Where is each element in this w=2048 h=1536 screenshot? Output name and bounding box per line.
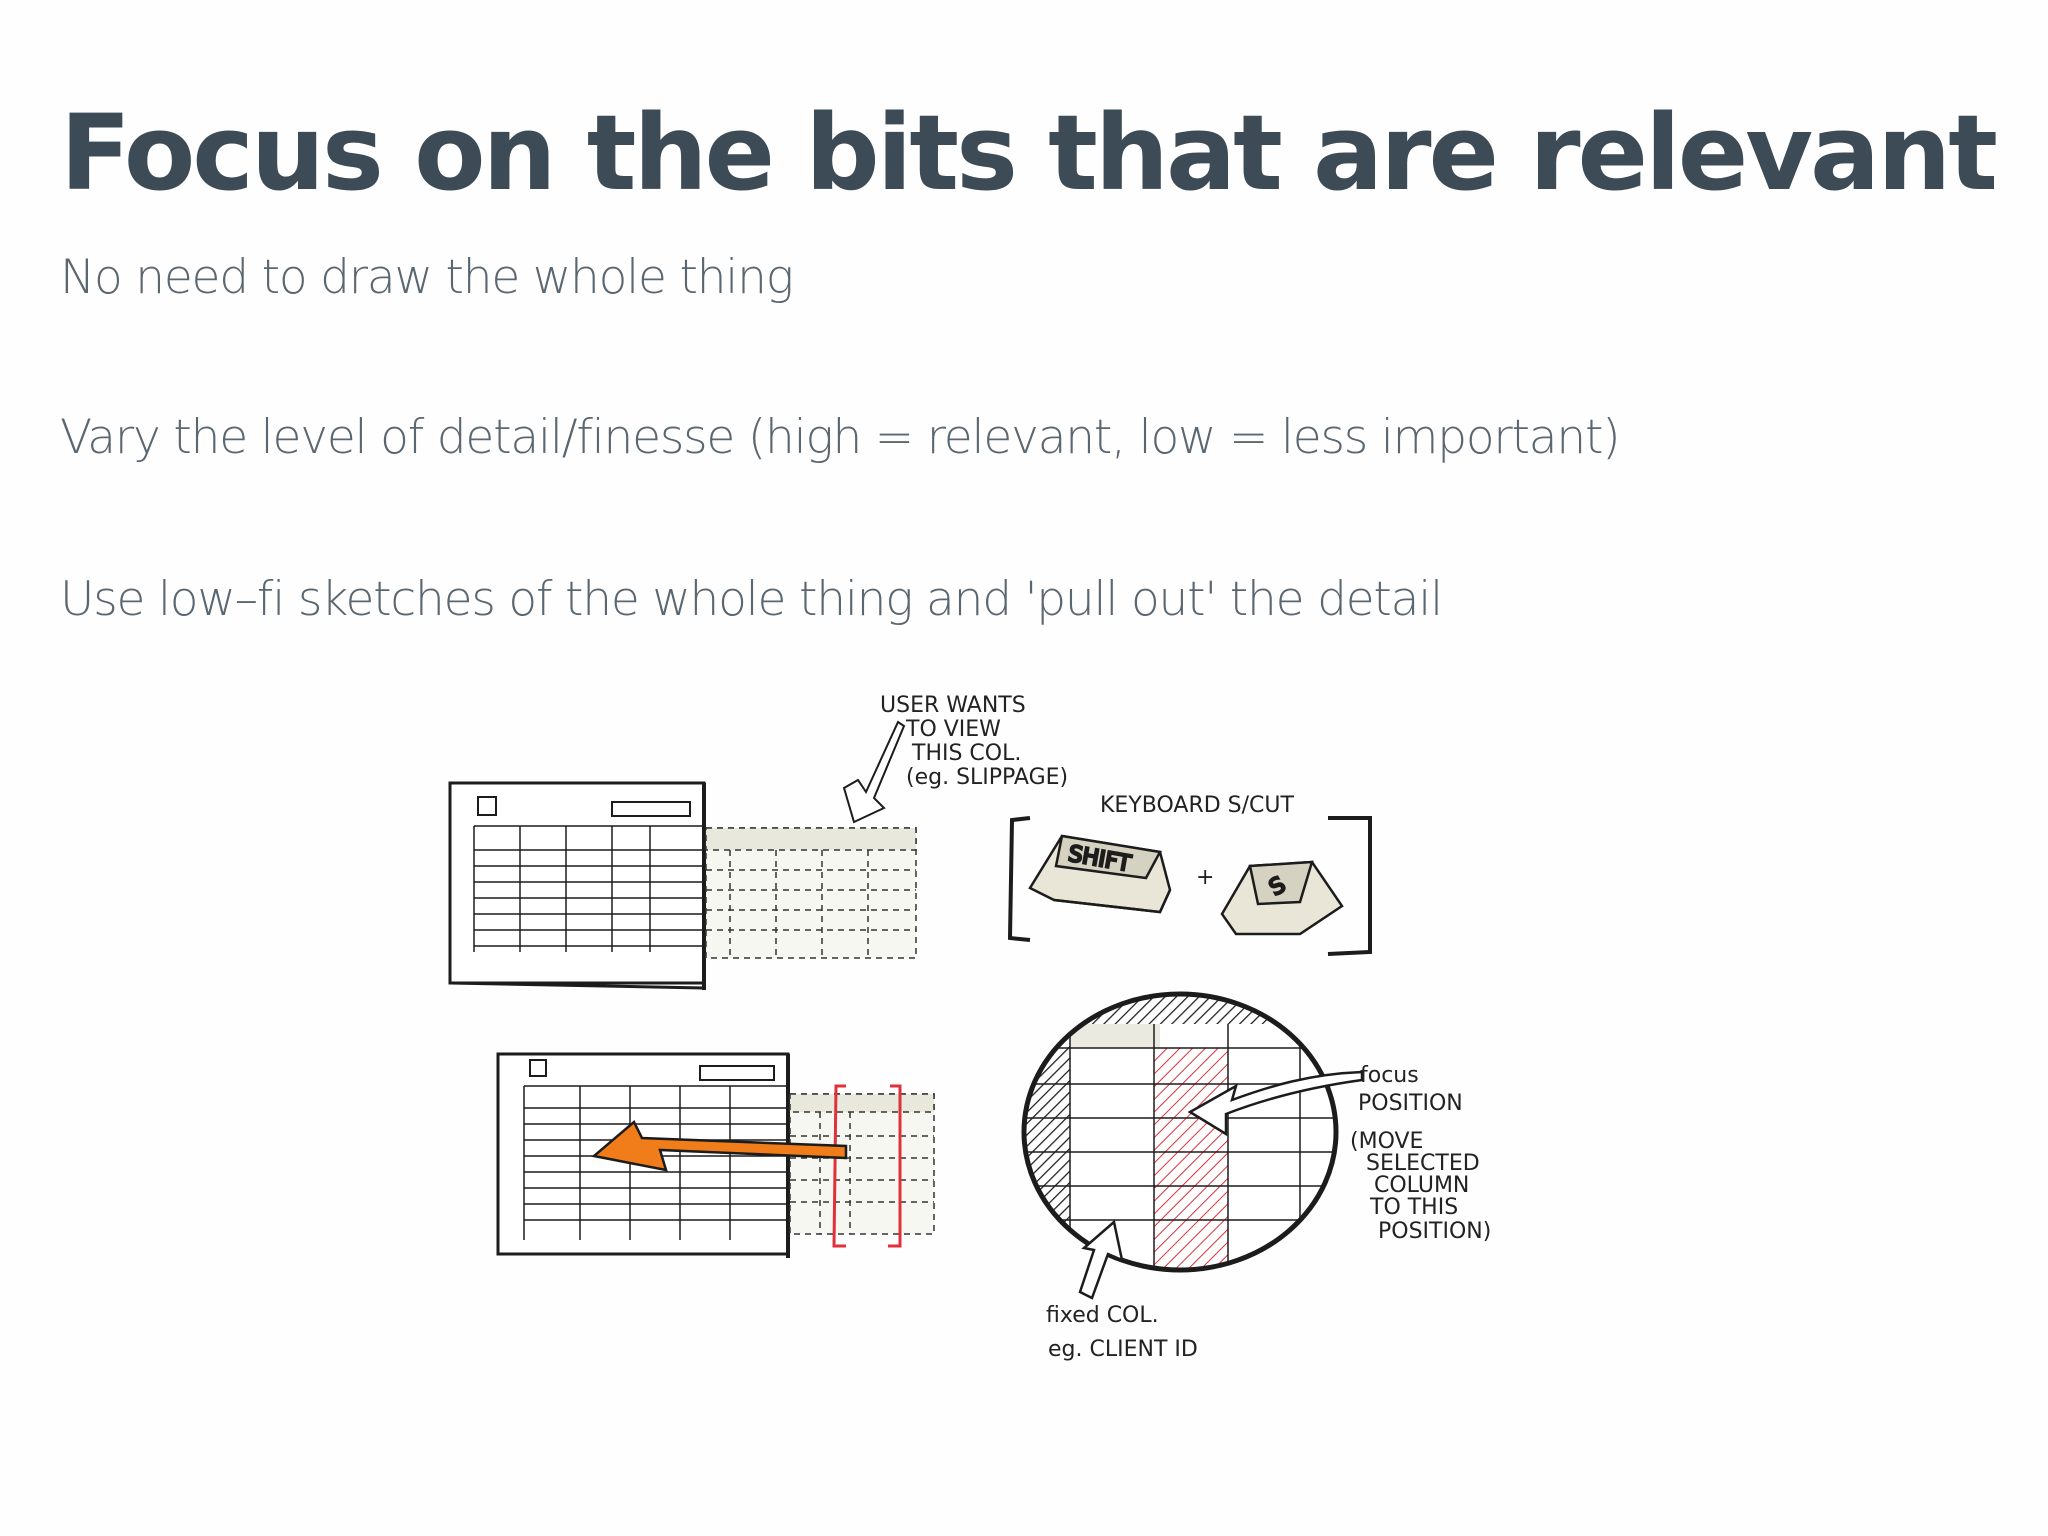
sketch-illustration: USER WANTS TO VIEW THIS COL. (eg. SLIPPA… — [448, 693, 1491, 1362]
s-key-icon: S — [1220, 860, 1344, 936]
svg-text:COLUMN: COLUMN — [1374, 1173, 1469, 1198]
keyboard-shortcut-group: KEYBOARD S/CUT SHIFT + S — [1007, 793, 1372, 956]
bullet-3: Use low–fi sketches of the whole thing a… — [60, 572, 1443, 627]
dashed-offscreen-columns-top — [705, 827, 917, 959]
svg-text:(MOVE: (MOVE — [1350, 1129, 1423, 1154]
svg-text:POSITION): POSITION) — [1378, 1219, 1491, 1244]
focus-position-arrow — [1187, 1070, 1364, 1137]
bullet-1: No need to draw the whole thing — [60, 250, 794, 305]
svg-text:focus: focus — [1360, 1063, 1419, 1088]
zoom-detail-circle — [1021, 991, 1339, 1273]
svg-text:eg. CLIENT ID: eg. CLIENT ID — [1048, 1337, 1198, 1362]
user-wants-note: USER WANTS TO VIEW THIS COL. (eg. SLIPPA… — [880, 693, 1068, 790]
svg-text:fixed COL.: fixed COL. — [1046, 1303, 1159, 1328]
svg-text:TO THIS: TO THIS — [1369, 1195, 1458, 1220]
fixed-column-arrow — [1078, 1219, 1124, 1300]
selected-column-red-brackets — [832, 1084, 902, 1248]
svg-text:POSITION: POSITION — [1358, 1091, 1463, 1116]
focus-note: focus POSITION (MOVE SELECTED COLUMN TO … — [1350, 1063, 1491, 1244]
move-column-orange-arrow — [591, 1120, 848, 1172]
plus-sign: + — [1196, 865, 1214, 890]
svg-text:(eg. SLIPPAGE): (eg. SLIPPAGE) — [906, 765, 1068, 790]
slide-title: Focus on the bits that are relevant — [60, 92, 1998, 214]
spreadsheet-window-top — [448, 781, 706, 990]
keyboard-label: KEYBOARD S/CUT — [1100, 793, 1295, 818]
shift-key-icon: SHIFT — [1028, 834, 1172, 914]
dashed-offscreen-columns-bottom — [789, 1093, 935, 1235]
user-wants-arrow — [842, 720, 906, 824]
fixed-column-note: fixed COL. eg. CLIENT ID — [1046, 1303, 1198, 1362]
bullet-2: Vary the level of detail/finesse (high =… — [60, 410, 1621, 465]
svg-text:TO VIEW: TO VIEW — [905, 717, 1001, 742]
svg-text:THIS COL.: THIS COL. — [911, 741, 1021, 766]
svg-text:SELECTED: SELECTED — [1366, 1151, 1480, 1176]
svg-text:USER WANTS: USER WANTS — [880, 693, 1026, 718]
